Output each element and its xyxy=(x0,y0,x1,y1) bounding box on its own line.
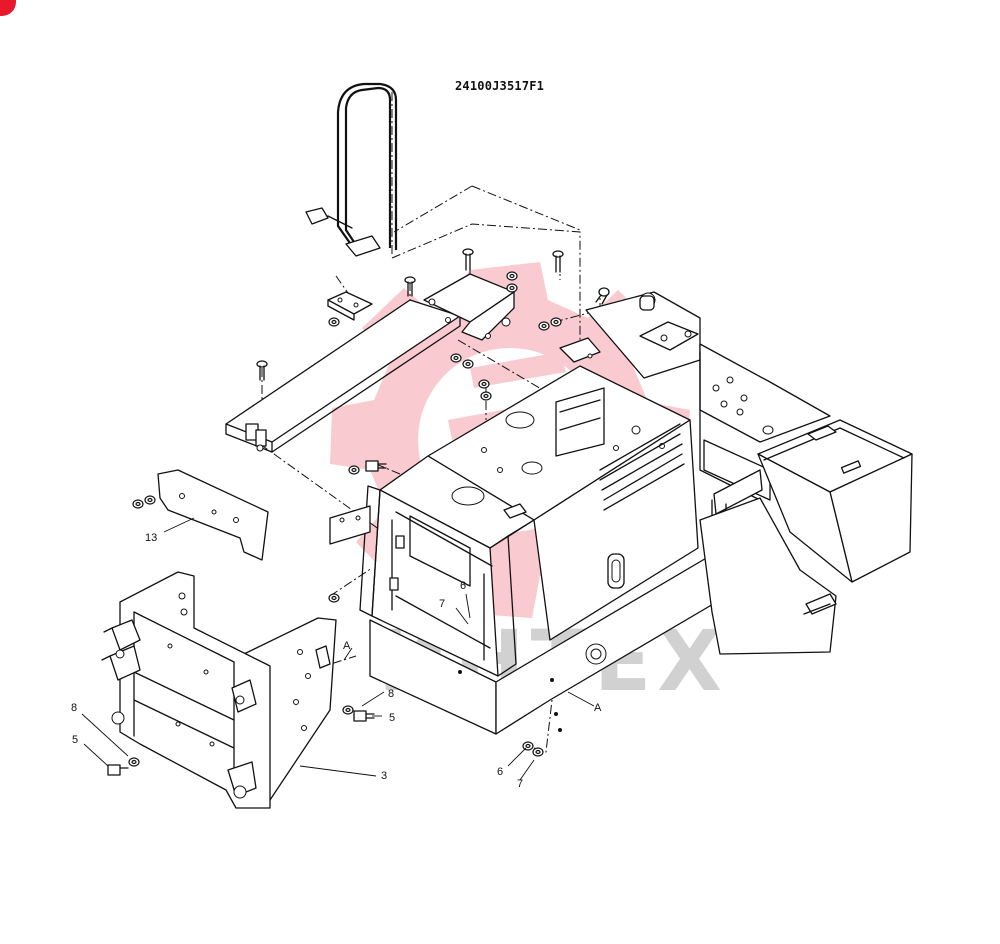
bracket-left xyxy=(327,291,373,321)
callout-7-lower: 7 xyxy=(517,778,524,790)
tow-hitch-frame xyxy=(101,571,271,809)
callout-6-lower: 6 xyxy=(497,766,504,778)
callout-6-upper: 6 xyxy=(460,580,467,592)
diagram-code: 24100J3517F1 xyxy=(455,79,545,93)
top-cover-plate xyxy=(225,299,461,453)
callout-13: 13 xyxy=(145,532,158,544)
callout-3: 3 xyxy=(381,770,388,782)
handle-rail xyxy=(305,82,398,257)
callout-5-left: 5 xyxy=(72,734,79,746)
main-frame-body xyxy=(329,337,721,735)
callout-8-left: 8 xyxy=(71,702,78,714)
side-plate xyxy=(157,469,269,561)
washers-and-nuts xyxy=(107,271,562,776)
battery-box xyxy=(757,419,913,583)
callout-A-right: A xyxy=(594,702,602,714)
lower-rear-panel xyxy=(699,497,837,655)
callout-7-upper: 7 xyxy=(439,598,446,610)
callout-A-left: A xyxy=(343,640,351,652)
bolts xyxy=(256,248,610,381)
leader-lines xyxy=(81,517,595,781)
callout-8-right: 8 xyxy=(388,688,395,700)
callout-5-right: 5 xyxy=(389,712,396,724)
